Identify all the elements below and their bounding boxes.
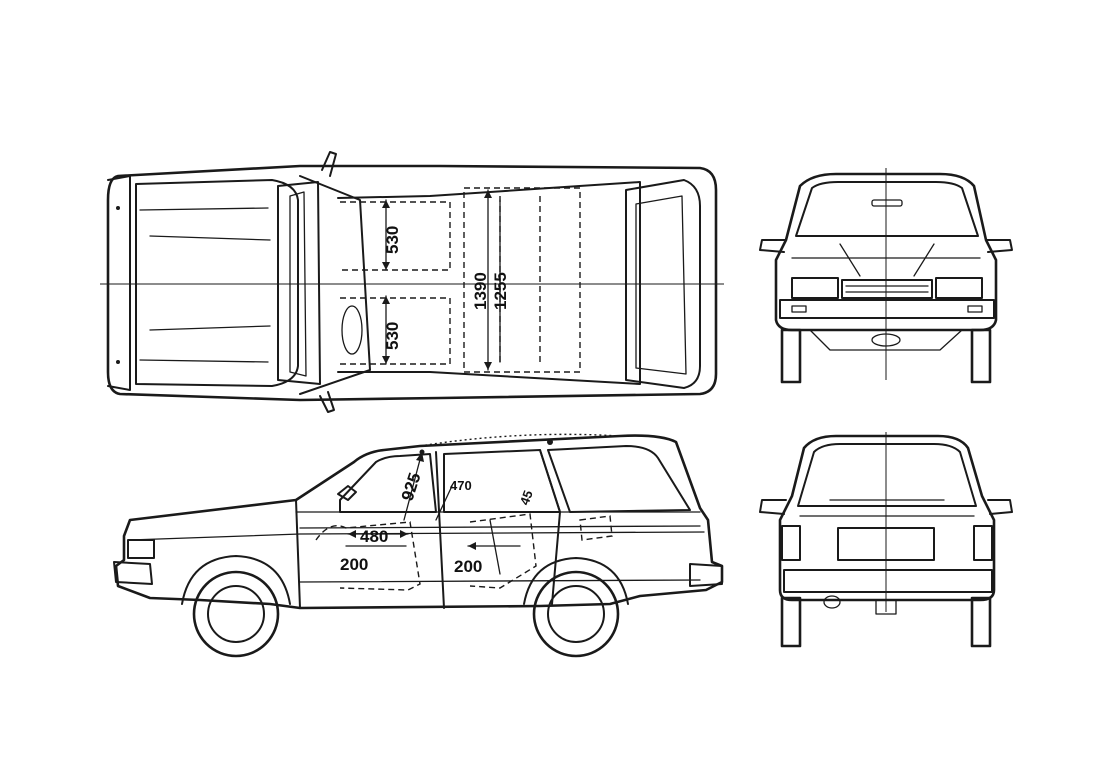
top-view-mirror-top	[321, 151, 337, 177]
side-view	[113, 433, 724, 658]
rear-view	[759, 432, 1013, 648]
dim-top-1390: 1390	[471, 272, 490, 310]
front-view-body	[774, 172, 998, 332]
rear-view-bumper	[783, 569, 993, 593]
top-view-mirror-bottom	[319, 391, 335, 413]
side-view-rear-seat	[469, 513, 537, 589]
front-view-mirror-left	[759, 239, 787, 253]
dim-side-200-rear: 200	[454, 557, 482, 576]
top-view-roof	[337, 181, 641, 385]
rear-view-rear-window	[797, 443, 977, 507]
rear-view-taillight-right	[973, 525, 993, 561]
top-view-hood	[135, 179, 299, 387]
top-view-windshield	[277, 181, 321, 385]
dim-top-1255: 1255	[491, 272, 510, 310]
rear-view-exhaust	[823, 595, 841, 609]
top-view-front-seat-lower	[340, 297, 451, 365]
rear-view-taillight-left	[781, 525, 801, 561]
top-view-rear-seat	[463, 187, 581, 373]
dim-side-small: 45	[517, 488, 536, 507]
rear-view-mirror-left	[759, 499, 787, 515]
front-view-tire-right	[970, 328, 992, 384]
dim-top-front-530: 530	[383, 226, 402, 254]
front-view	[759, 168, 1013, 384]
front-view-headlight-right	[935, 277, 983, 299]
rear-view-tire-left	[780, 596, 802, 648]
rear-view-mirror-right	[987, 499, 1013, 515]
side-view-rear-quarter-window	[547, 445, 691, 513]
top-view-body-outline	[106, 164, 718, 402]
top-view-rear-window	[625, 179, 701, 389]
front-view-bumper	[779, 299, 995, 319]
front-view-headlight-left	[791, 277, 839, 299]
side-view-headlight	[127, 539, 155, 559]
side-view-front-wheel	[192, 570, 280, 658]
side-view-front-bumper	[113, 561, 153, 585]
side-view-rear-bumper	[689, 563, 723, 587]
front-view-mirror-right	[985, 239, 1013, 253]
side-view-mirror	[337, 485, 357, 501]
front-view-grille	[841, 279, 933, 299]
side-view-front-window	[339, 453, 437, 513]
side-view-rear-wheel	[532, 570, 620, 658]
dim-top-rear-530: 530	[383, 322, 402, 350]
top-view-front-seat-upper	[340, 201, 451, 271]
front-view-windshield	[795, 181, 979, 237]
top-view-steering-wheel	[341, 305, 363, 355]
dim-side-200-front: 200	[340, 555, 368, 574]
side-view-front-seat	[315, 521, 421, 591]
dim-side-925: 925	[398, 470, 425, 503]
dim-side-470: 470	[450, 478, 472, 493]
dim-side-480: 480	[360, 527, 388, 546]
rear-view-tire-right	[970, 596, 992, 648]
top-view-front-bumper	[107, 175, 131, 391]
front-view-tire-left	[780, 328, 802, 384]
top-view	[100, 151, 724, 413]
